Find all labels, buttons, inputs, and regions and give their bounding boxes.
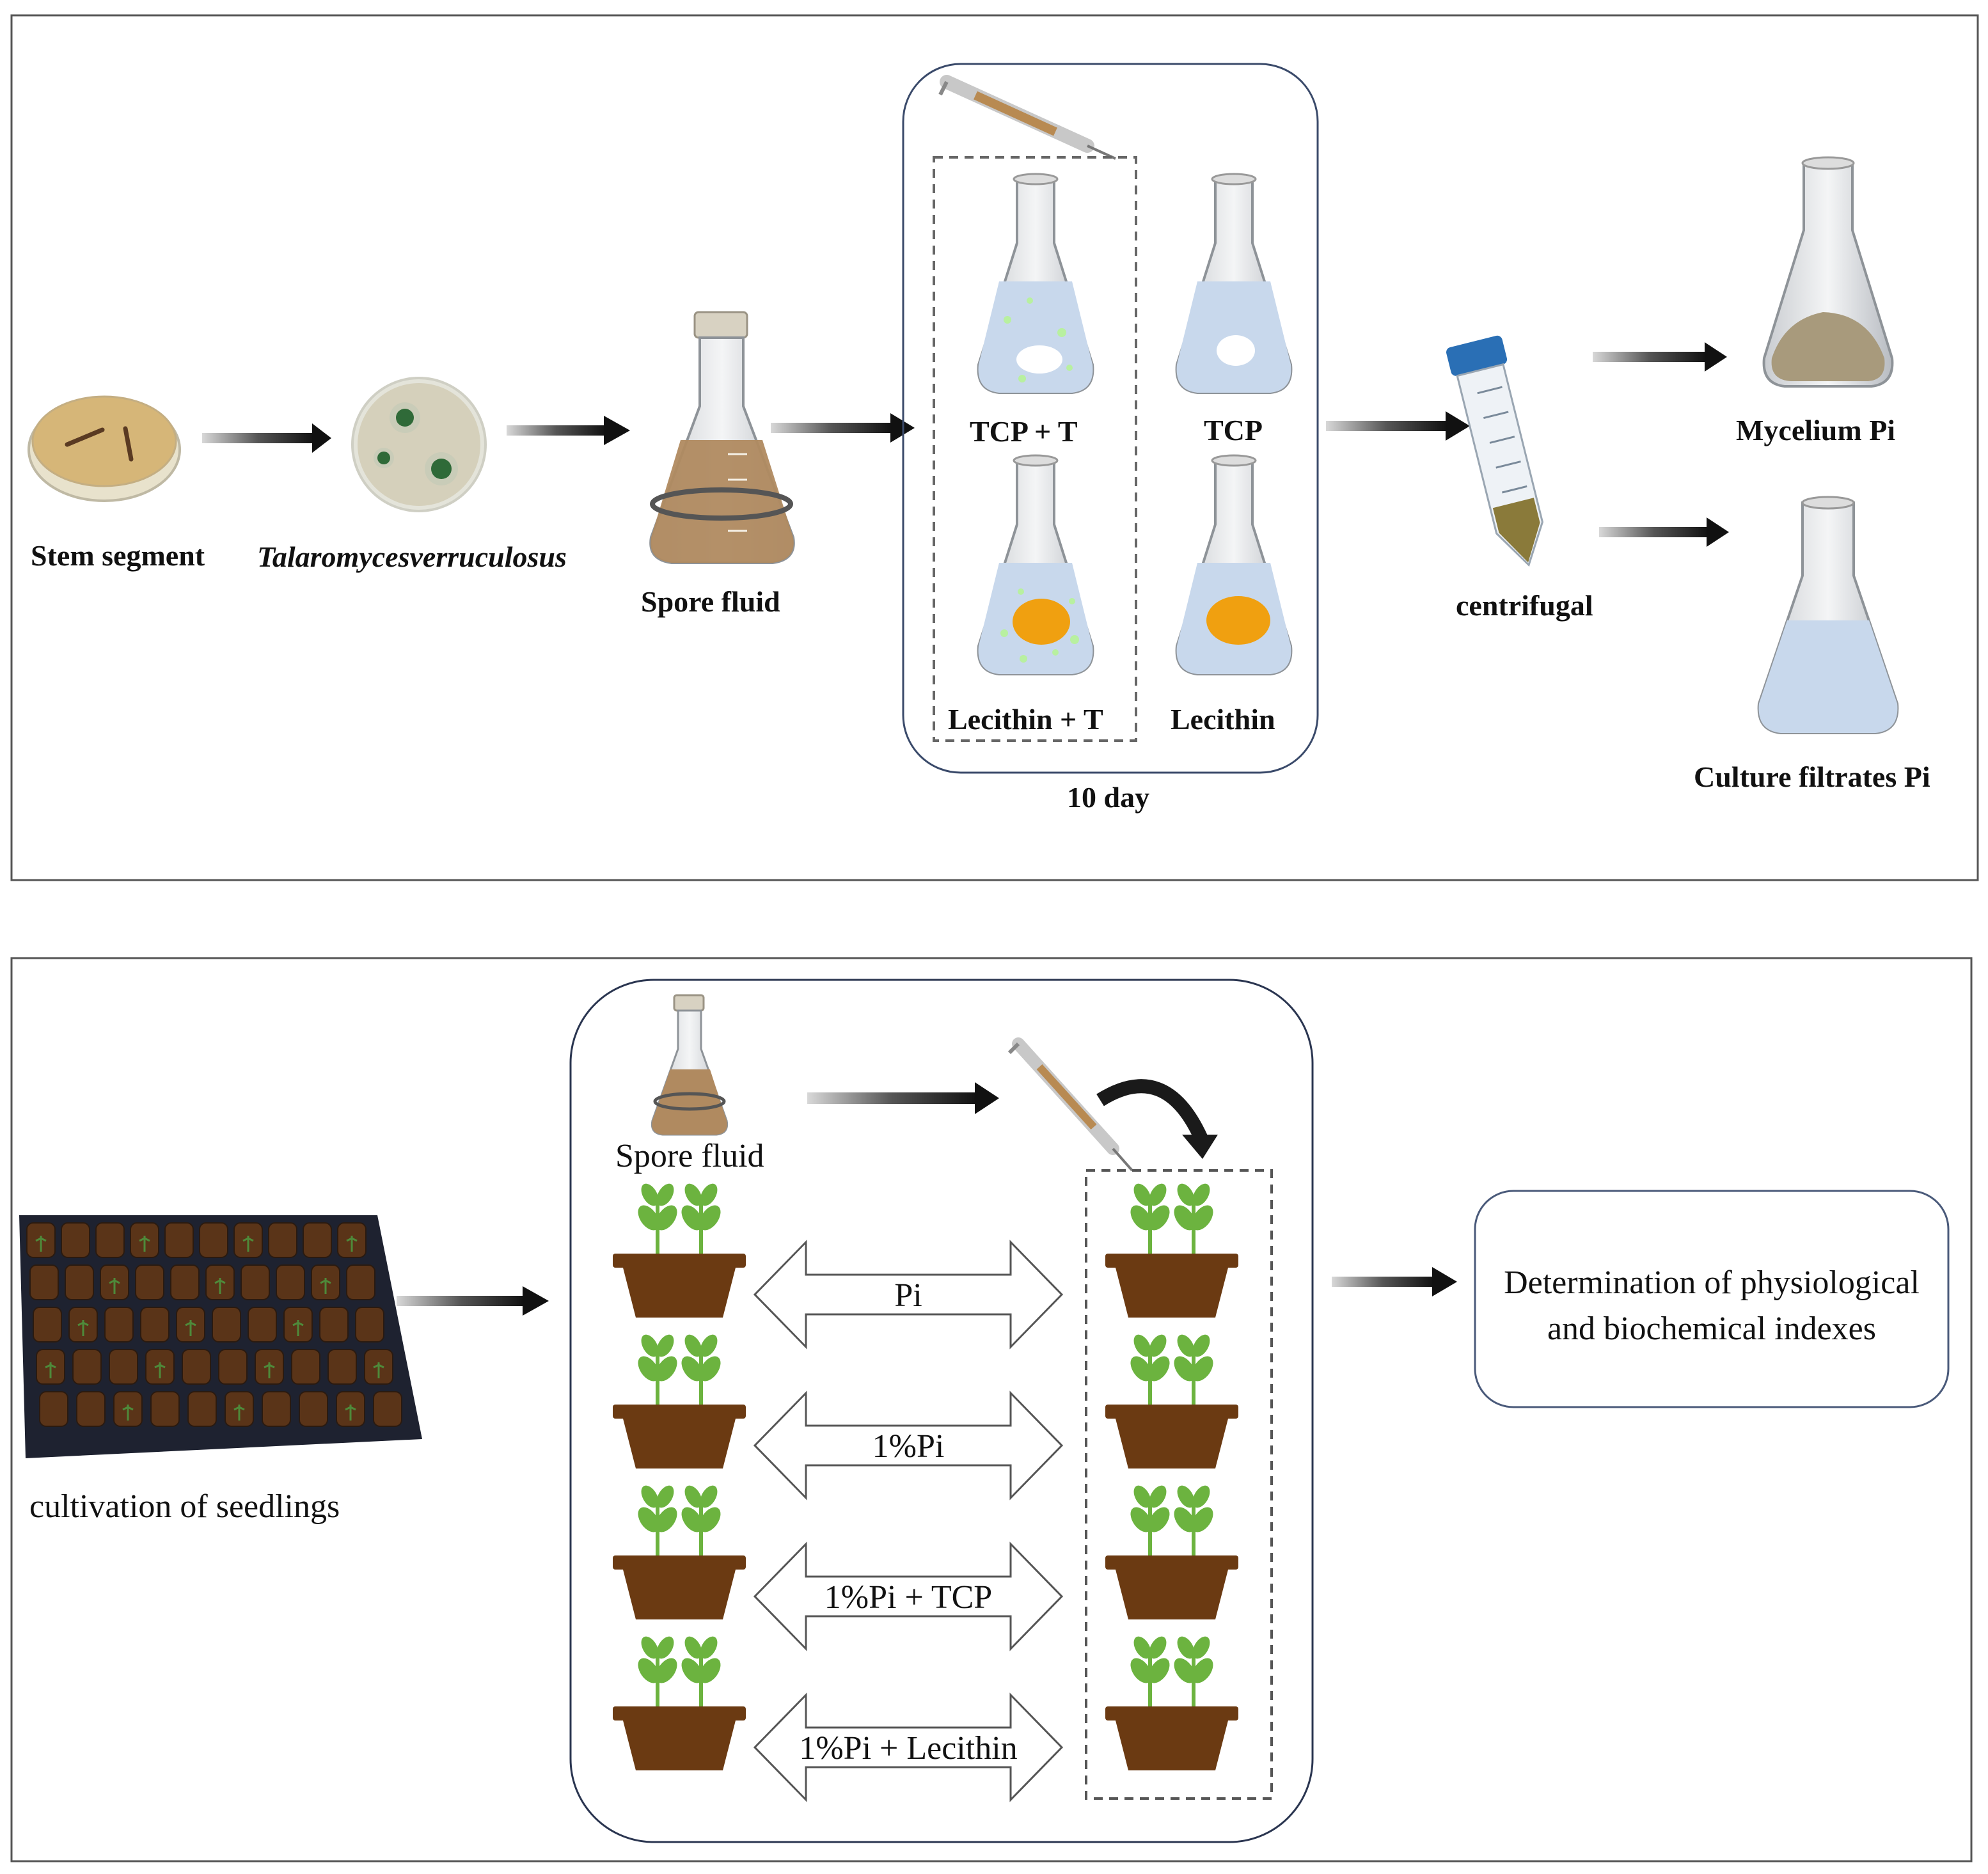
lecithin-t-label: Lecithin + T xyxy=(948,703,1103,736)
pot-treatment-label-2: 1%Pi xyxy=(872,1428,945,1465)
flow-arrow-7 xyxy=(397,1286,549,1316)
centrifuge-tube-icon xyxy=(1446,335,1544,567)
centrifugal-label: centrifugal xyxy=(1456,589,1593,622)
mycelium-pi-label: Mycelium Pi xyxy=(1736,414,1895,446)
pot-inoculated-2-icon xyxy=(1105,1334,1238,1468)
pot-treatment-label-1: Pi xyxy=(894,1277,922,1314)
double-arrow-1 xyxy=(753,1240,1064,1350)
inoculated-group-frame xyxy=(933,156,1137,742)
flow-arrow-8 xyxy=(807,1082,999,1114)
tcp-t-label: TCP + T xyxy=(970,415,1078,448)
pot-treatment-label-3: 1%Pi + TCP xyxy=(824,1579,992,1616)
cultivation-of-seedlings-label: cultivation of seedlings xyxy=(29,1488,340,1525)
spore-fluid-label: Spore fluid xyxy=(641,585,780,618)
syringe-bottom-icon xyxy=(1007,1037,1133,1172)
pot-control-4-icon xyxy=(613,1636,746,1770)
curved-arrow-head-icon xyxy=(1182,1135,1218,1159)
top-panel-frame xyxy=(10,14,1979,881)
flask-lecithin-t-icon xyxy=(977,454,1094,675)
seedling-tray-icon xyxy=(19,1215,422,1458)
culture-filtrates-pi-label: Culture filtrates Pi xyxy=(1694,760,1930,793)
fungal-culture-dish-icon xyxy=(351,377,487,512)
flow-arrow-4 xyxy=(1326,411,1470,441)
stem-segment-label: Stem segment xyxy=(31,539,205,572)
flask-tcp-t-icon xyxy=(977,173,1094,394)
pot-treatment-label-4: 1%Pi + Lecithin xyxy=(799,1730,1017,1767)
result-line-2: and biochemical indexes xyxy=(1547,1311,1876,1347)
flow-arrow-2 xyxy=(507,416,630,445)
spore-fluid-bottom-label: Spore fluid xyxy=(615,1138,764,1174)
spore-fluid-flask-icon xyxy=(649,311,795,564)
duration-label: 10 day xyxy=(1067,781,1149,814)
double-arrow-2 xyxy=(753,1390,1064,1500)
result-box xyxy=(1474,1190,1950,1408)
curved-arrow-icon xyxy=(1096,1079,1208,1142)
inoculated-pots-frame xyxy=(1085,1169,1273,1800)
flask-tcp-icon xyxy=(1175,173,1293,394)
flow-arrow-6 xyxy=(1599,517,1729,547)
result-line-1: Determination of physiological xyxy=(1504,1264,1920,1301)
spore-fluid-flask-small-icon xyxy=(651,994,729,1136)
pot-inoculated-1-icon xyxy=(1105,1183,1238,1318)
double-arrow-3 xyxy=(753,1541,1064,1651)
petri-dish-stem-icon xyxy=(28,395,181,502)
pot-control-2-icon xyxy=(613,1334,746,1468)
flow-arrow-9 xyxy=(1332,1267,1457,1296)
pot-control-1-icon xyxy=(613,1183,746,1318)
tcp-label: TCP xyxy=(1204,414,1263,446)
flow-arrow-1 xyxy=(202,423,331,453)
mycelium-flask-icon xyxy=(1762,156,1894,388)
pot-inoculated-4-icon xyxy=(1105,1636,1238,1770)
culture-filtrate-flask-icon xyxy=(1757,496,1899,734)
pot-inoculated-3-icon xyxy=(1105,1485,1238,1619)
pot-experiment-box xyxy=(569,979,1314,1843)
lecithin-label: Lecithin xyxy=(1171,703,1275,736)
flow-arrow-5 xyxy=(1593,342,1727,372)
pot-control-3-icon xyxy=(613,1485,746,1619)
treatment-box xyxy=(902,63,1319,774)
organism-label: Talaromycesverruculosus xyxy=(257,540,567,573)
flask-lecithin-icon xyxy=(1175,454,1293,675)
double-arrow-4 xyxy=(753,1692,1064,1802)
